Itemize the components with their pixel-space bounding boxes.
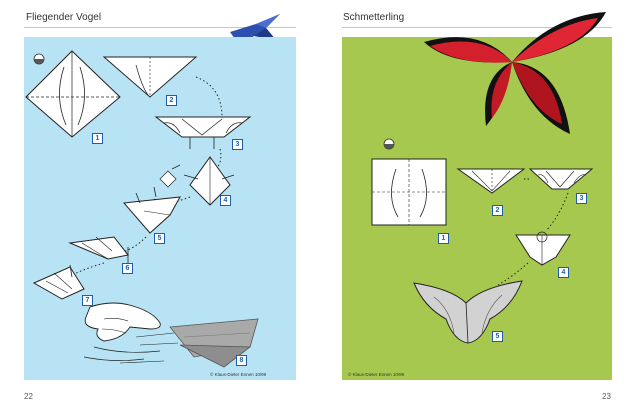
right-credit: © Klaus-Dieter Ennen 10/99 (348, 372, 405, 377)
right-page-title: Schmetterling (343, 12, 405, 23)
bird-step-5: 5 (154, 233, 165, 244)
left-page-number: 22 (24, 392, 33, 401)
bird-step-8: 8 (236, 355, 247, 366)
bird-diagrams (25, 50, 259, 368)
bird-step-7: 7 (82, 295, 93, 306)
butterfly-step-5: 5 (492, 331, 503, 342)
butterfly-step-2: 2 (492, 205, 503, 216)
butterfly-photo (424, 12, 606, 134)
left-page-title: Fliegender Vogel (26, 12, 102, 23)
right-page-number: 23 (602, 392, 611, 401)
left-credit: © Klaus-Dieter Ennen 10/99 (210, 372, 267, 377)
bird-step-4: 4 (220, 195, 231, 206)
bird-instructions-panel: 1 2 3 4 5 6 7 8 (24, 37, 296, 380)
butterfly-instructions-panel: 1 2 3 4 5 (342, 37, 612, 380)
bird-step-6: 6 (122, 263, 133, 274)
bird-step-2: 2 (166, 95, 177, 106)
butterfly-step-1: 1 (438, 233, 449, 244)
butterfly-diagrams (371, 138, 594, 344)
left-title-rule (24, 27, 296, 28)
butterfly-step-3: 3 (576, 193, 587, 204)
butterfly-step-4: 4 (558, 267, 569, 278)
right-title-rule (342, 27, 612, 28)
bird-step-1: 1 (92, 133, 103, 144)
bird-step-3: 3 (232, 139, 243, 150)
